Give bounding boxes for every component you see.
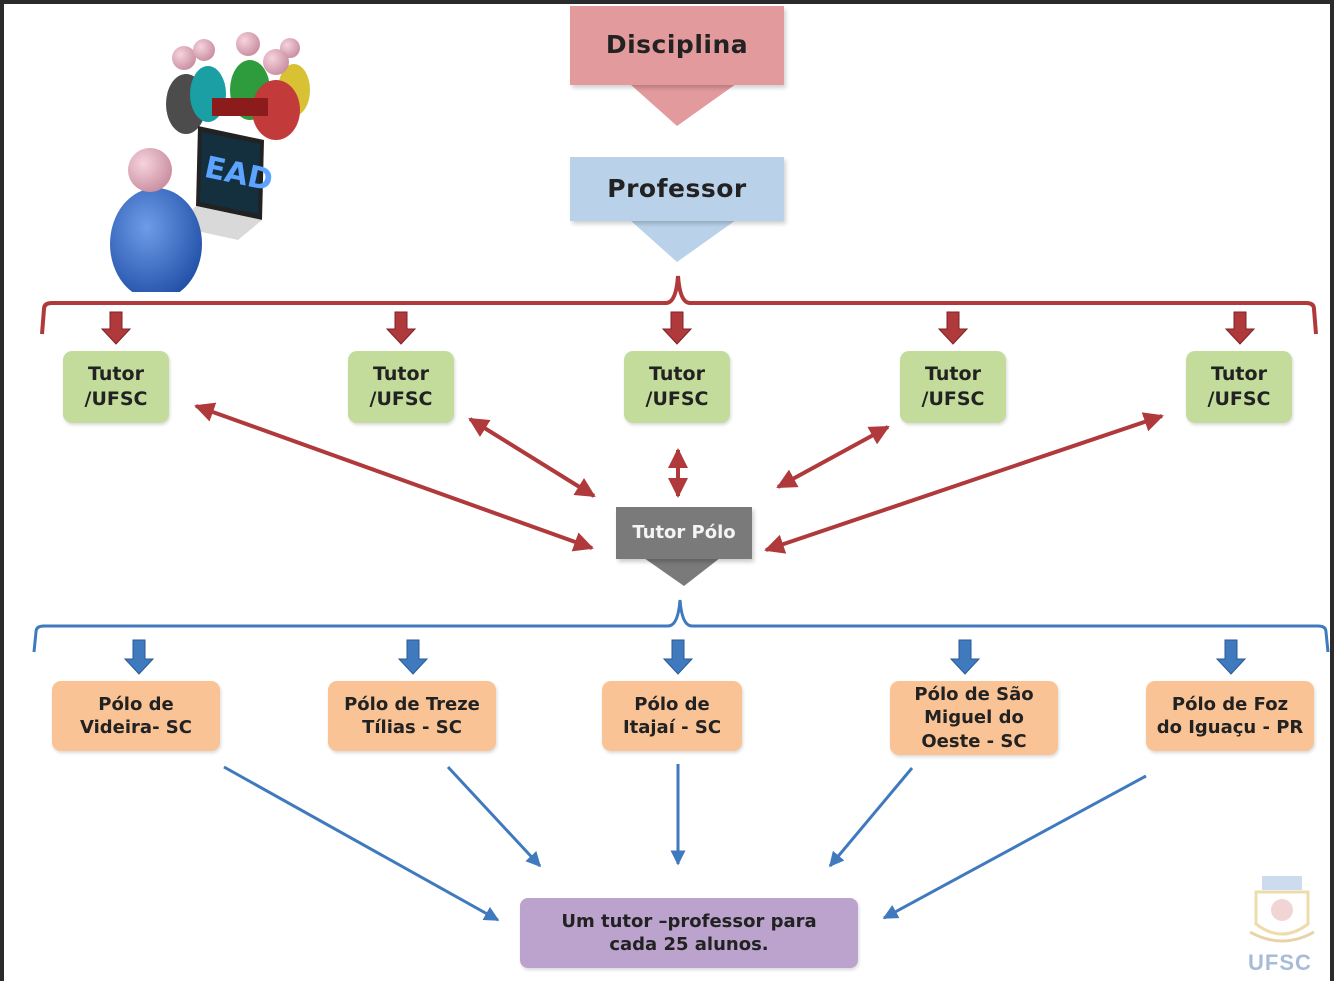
blue-down-arrow-3 <box>662 639 694 675</box>
tutor-ufsc-box-4: Tutor /UFSC <box>900 351 1006 423</box>
polo2-result-arrow <box>446 765 542 868</box>
tutor-ufsc-box-1: Tutor /UFSC <box>63 351 169 423</box>
blue-down-arrow-2 <box>397 639 429 675</box>
red-down-arrow-2 <box>385 311 417 345</box>
red-down-arrow-1 <box>100 311 132 345</box>
polo-box-foz-do-iguacu: Pólo de Foz do Iguaçu - PR <box>1146 681 1314 751</box>
tutor2-polo-arrow <box>468 417 596 498</box>
ead-people-laptop-illustration: EAD <box>110 32 310 292</box>
tutor5-polo-arrow <box>764 412 1164 554</box>
blue-down-arrow-4 <box>949 639 981 675</box>
professor-box: Professor <box>570 157 784 221</box>
tutor-polo-label: Tutor Pólo <box>632 522 736 544</box>
red-down-arrow-5 <box>1224 311 1256 345</box>
polo-label: Pólo de Treze Tílias - SC <box>344 693 480 738</box>
disciplina-label: Disciplina <box>605 30 749 60</box>
polo-box-sao-miguel-do-oeste: Pólo de São Miguel do Oeste - SC <box>890 681 1058 755</box>
tutor-polo-box: Tutor Pólo <box>616 507 752 559</box>
blue-brace <box>32 599 1330 653</box>
red-brace <box>40 275 1318 335</box>
polo5-result-arrow <box>882 774 1147 920</box>
disciplina-box: Disciplina <box>570 6 784 85</box>
tutor4-polo-arrow <box>776 425 890 489</box>
ufsc-logo-text: UFSC <box>1248 950 1312 975</box>
tutor1-polo-arrow <box>194 402 594 552</box>
polo-label: Pólo de Foz do Iguaçu - PR <box>1156 693 1304 738</box>
connector-layer <box>32 84 1330 922</box>
tutor-ufsc-box-3: Tutor /UFSC <box>624 351 730 423</box>
red-down-arrow-3 <box>661 311 693 345</box>
blue-down-arrow-5 <box>1215 639 1247 675</box>
polo-box-treze-tilias: Pólo de Treze Tílias - SC <box>328 681 496 751</box>
tutor-label: Tutor /UFSC <box>645 363 709 410</box>
tutor-ufsc-box-5: Tutor /UFSC <box>1186 351 1292 423</box>
tutor-polo-down-arrow <box>644 558 720 586</box>
polo-box-videira: Pólo de Videira- SC <box>52 681 220 751</box>
tutor-ufsc-box-2: Tutor /UFSC <box>348 351 454 423</box>
polo4-result-arrow <box>828 767 914 868</box>
result-box: Um tutor –professor para cada 25 alunos. <box>520 898 858 968</box>
ufsc-crest-logo <box>1249 876 1315 943</box>
polo-label: Pólo de São Miguel do Oeste - SC <box>914 683 1034 752</box>
disciplina-down-arrow <box>630 84 736 126</box>
tutor-label: Tutor /UFSC <box>1207 363 1271 410</box>
red-down-arrow-4 <box>937 311 969 345</box>
polo1-result-arrow <box>223 765 500 922</box>
professor-down-arrow <box>630 220 736 262</box>
polo-label: Pólo de Videira- SC <box>80 693 192 738</box>
result-label: Um tutor –professor para cada 25 alunos. <box>561 910 817 955</box>
blue-down-arrow-1 <box>123 639 155 675</box>
tutor-label: Tutor /UFSC <box>84 363 148 410</box>
diagram-canvas: EAD Disciplina Professor Tutor /UFSC Tut… <box>4 4 1330 981</box>
polo-box-itajai: Pólo de Itajaí - SC <box>602 681 742 751</box>
tutor-label: Tutor /UFSC <box>921 363 985 410</box>
polo-label: Pólo de Itajaí - SC <box>622 693 722 738</box>
tutor-label: Tutor /UFSC <box>369 363 433 410</box>
professor-label: Professor <box>607 173 747 203</box>
